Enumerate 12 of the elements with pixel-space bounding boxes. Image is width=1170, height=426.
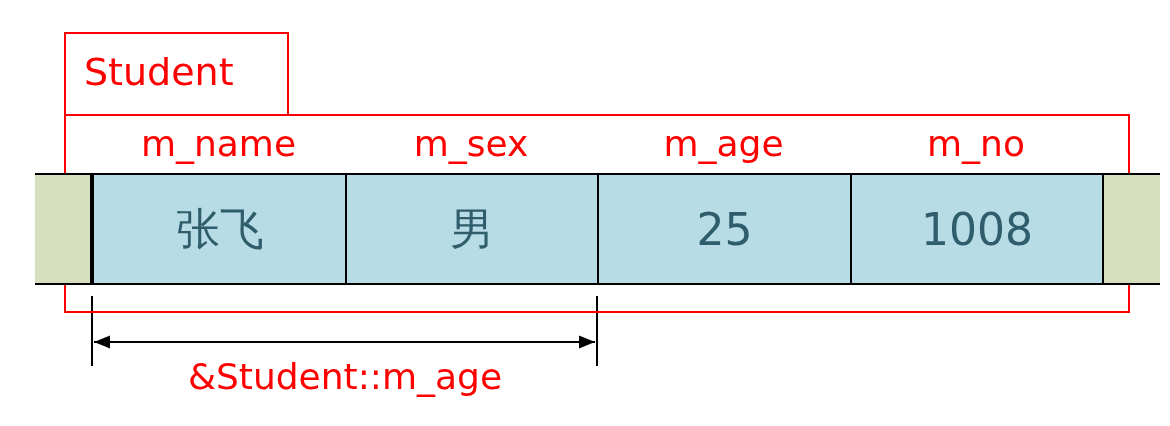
padding-cell (35, 173, 92, 285)
field-name: m_age (662, 122, 785, 166)
field-name: m_no (926, 122, 1026, 166)
field-name: m_name (139, 122, 298, 166)
field-value: 1008 (850, 173, 1102, 285)
dimension-label: &Student::m_age (186, 355, 504, 399)
field-value: 25 (597, 173, 850, 285)
field-value: 男 (345, 173, 597, 285)
field-name: m_sex (412, 122, 530, 166)
padding-cell (1102, 173, 1160, 285)
field-value: 张飞 (92, 173, 345, 285)
struct-name: Student (84, 49, 234, 96)
